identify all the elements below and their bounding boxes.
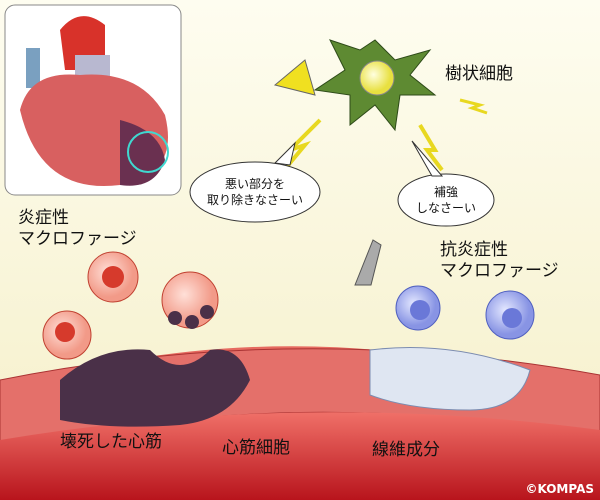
label-line: マクロファージ (18, 229, 137, 249)
label-dendritic-cell: 樹状細胞 (445, 64, 513, 84)
speech-bubble-reinforce: 補強 しなさーい (400, 184, 492, 216)
label-cardiomyocyte: 心筋細胞 (222, 438, 290, 458)
heart-inset (4, 4, 182, 196)
label-line: 炎症性 (18, 208, 69, 228)
speech-bubble-remove: 悪い部分を 取り除きなさーい (195, 176, 315, 208)
bubble-remove-line2: 取り除きなさーい (206, 193, 303, 207)
label-line: 抗炎症性 (440, 240, 508, 260)
label-line: マクロファージ (440, 261, 559, 281)
label-inflammatory-macrophage: 炎症性 マクロファージ (18, 208, 137, 250)
bubble-remove-line1: 悪い部分を (224, 177, 285, 191)
necrotic-area (60, 349, 250, 427)
copyright: ©KOMPAS (525, 482, 594, 496)
fibrous-area (369, 347, 531, 411)
label-anti-inflammatory-macrophage: 抗炎症性 マクロファージ (440, 240, 559, 282)
label-fibrous-component: 線維成分 (372, 440, 440, 460)
bubble-reinforce-line1: 補強 (433, 185, 458, 199)
bubble-reinforce-line2: しなさーい (415, 201, 476, 215)
label-necrotic-myocardium: 壊死した心筋 (60, 432, 162, 452)
